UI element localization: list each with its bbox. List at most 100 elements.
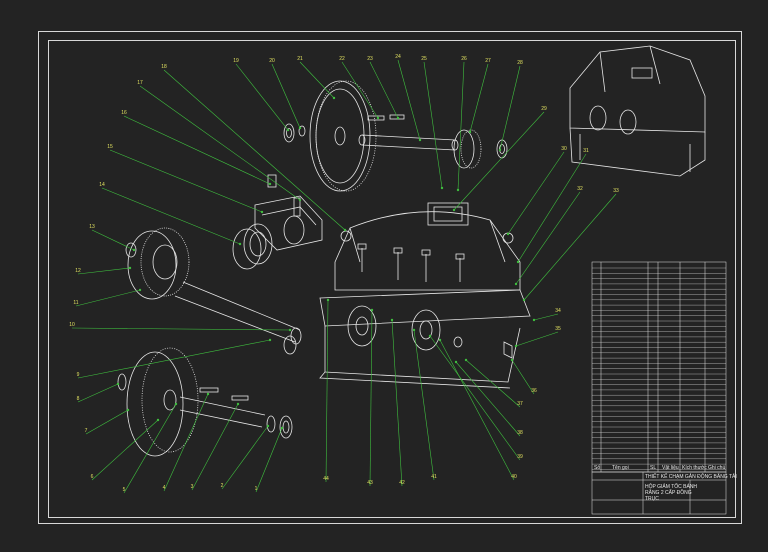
leader-line-28 — [499, 65, 521, 151]
part-number-label-25: 25 — [421, 56, 427, 62]
leader-dot-21 — [332, 96, 336, 100]
sheet-outer-border — [38, 31, 742, 524]
leader-dot-43 — [370, 308, 374, 312]
leader-line-34 — [533, 313, 559, 321]
part-number-label-21: 21 — [297, 56, 303, 62]
leader-dot-3 — [236, 402, 240, 406]
part-number-label-11: 11 — [73, 300, 78, 306]
part-number-label-42: 42 — [399, 480, 405, 486]
leader-dot-16 — [268, 182, 272, 186]
part-number-label-30: 30 — [561, 146, 567, 152]
part-number-label-24: 24 — [395, 54, 401, 60]
part-number-label-28: 28 — [517, 60, 523, 66]
leader-line-42 — [391, 319, 403, 487]
leader-line-9 — [77, 339, 271, 379]
leader-dot-30 — [506, 232, 510, 236]
part-number-label-18: 18 — [161, 64, 167, 70]
footer-label-name: Tên gọi — [612, 465, 629, 471]
part-number-label-26: 26 — [461, 56, 467, 62]
leader-line-32 — [515, 191, 581, 285]
part-number-label-9: 9 — [77, 372, 80, 378]
leader-line-6 — [91, 419, 159, 481]
leader-dot-42 — [390, 318, 394, 322]
leader-line-16 — [123, 115, 271, 185]
part-number-label-35: 35 — [555, 326, 561, 332]
part-number-label-2: 2 — [221, 483, 224, 489]
leader-dot-14 — [238, 242, 242, 246]
leader-dot-6 — [156, 418, 160, 422]
leader-dot-11 — [138, 288, 142, 292]
leader-dot-28 — [498, 148, 502, 152]
leader-dot-23 — [396, 116, 400, 120]
leader-line-24 — [397, 59, 421, 141]
leader-line-5 — [123, 403, 177, 494]
part-number-label-36: 36 — [531, 388, 537, 394]
leader-dot-20 — [298, 126, 302, 130]
leader-line-3 — [191, 403, 239, 491]
title-block — [591, 471, 727, 515]
leader-dot-27 — [468, 130, 472, 134]
leader-line-20 — [271, 63, 301, 129]
leader-line-23 — [369, 61, 399, 119]
part-number-label-32: 32 — [577, 186, 583, 192]
part-number-label-43: 43 — [367, 480, 373, 486]
leader-dot-7 — [126, 408, 130, 412]
leader-dot-25 — [440, 186, 444, 190]
leader-line-37 — [465, 359, 521, 408]
part-number-label-40: 40 — [511, 474, 517, 480]
part-number-label-12: 12 — [75, 268, 81, 274]
leader-line-8 — [77, 383, 119, 403]
part-number-label-22: 22 — [339, 56, 345, 62]
leader-line-15 — [109, 149, 263, 213]
bearing-cap — [254, 174, 323, 251]
leader-dot-35 — [514, 344, 518, 348]
leader-line-30 — [507, 151, 565, 235]
title-line-1: HỘP GIẢM TỐC BÁNH — [645, 484, 698, 490]
leader-line-33 — [523, 193, 617, 301]
part-number-label-17: 17 — [137, 80, 143, 86]
part-number-label-5: 5 — [123, 487, 126, 493]
gearbox-base — [319, 289, 531, 389]
part-number-label-1: 1 — [255, 486, 258, 492]
leader-line-10 — [71, 327, 291, 331]
bearing-top-left — [283, 123, 306, 143]
leader-line-27 — [469, 63, 489, 133]
part-number-label-19: 19 — [233, 58, 239, 64]
part-number-label-4: 4 — [163, 485, 166, 491]
part-number-label-41: 41 — [431, 474, 437, 480]
part-number-label-16: 16 — [121, 110, 127, 116]
part-number-label-44: 44 — [323, 476, 329, 482]
leader-line-29 — [453, 111, 545, 211]
part-number-label-33: 33 — [613, 188, 619, 194]
leader-dot-8 — [116, 382, 120, 386]
leader-dot-19 — [286, 128, 290, 132]
leader-dot-5 — [174, 402, 178, 406]
leader-line-11 — [75, 289, 141, 307]
leader-dot-34 — [532, 318, 536, 322]
leader-line-25 — [423, 61, 443, 189]
leader-line-41 — [413, 329, 435, 481]
footer-label-material: Vật liệu — [662, 465, 679, 471]
leader-dot-37 — [464, 358, 468, 362]
leader-dot-12 — [128, 266, 132, 270]
leader-dot-1 — [280, 426, 284, 430]
leader-dot-44 — [326, 298, 330, 302]
footer-label-note: Ghi chú — [708, 465, 726, 471]
gearbox-cover — [334, 202, 521, 291]
leader-line-7 — [85, 409, 129, 435]
leader-dot-17 — [298, 198, 302, 202]
part-number-label-10: 10 — [69, 322, 75, 328]
leader-dot-32 — [514, 282, 518, 286]
part-number-label-6: 6 — [91, 474, 94, 480]
pinion-top — [453, 129, 508, 169]
shaft-bottom — [179, 387, 293, 439]
shaft-middle — [174, 281, 302, 355]
part-number-label-37: 37 — [517, 401, 523, 407]
leader-dot-29 — [452, 208, 456, 212]
leader-line-12 — [77, 267, 131, 275]
leader-dot-41 — [412, 328, 416, 332]
sheet-inner-border — [48, 40, 736, 518]
flange-cover — [232, 223, 273, 270]
part-number-label-13: 13 — [89, 224, 95, 230]
part-number-label-15: 15 — [107, 144, 113, 150]
